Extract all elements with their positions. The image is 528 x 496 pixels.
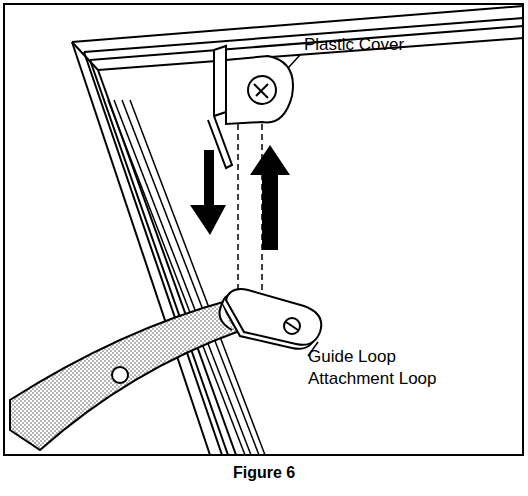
strap (10, 300, 242, 450)
strap-hole (112, 367, 128, 383)
alignment-lines (238, 124, 262, 300)
figure-border (4, 4, 523, 455)
leader-lines (288, 55, 318, 356)
part-label: Attachment Loop (308, 370, 437, 389)
down-arrow (190, 150, 226, 235)
part-label: Plastic Cover (304, 36, 404, 55)
part-label: Guide Loop (308, 348, 396, 367)
guide-attachment-loops (220, 289, 322, 349)
window-frame (72, 6, 523, 455)
up-arrow (250, 145, 290, 250)
plastic-cover (208, 46, 293, 168)
figure-caption: Figure 6 (233, 464, 295, 482)
